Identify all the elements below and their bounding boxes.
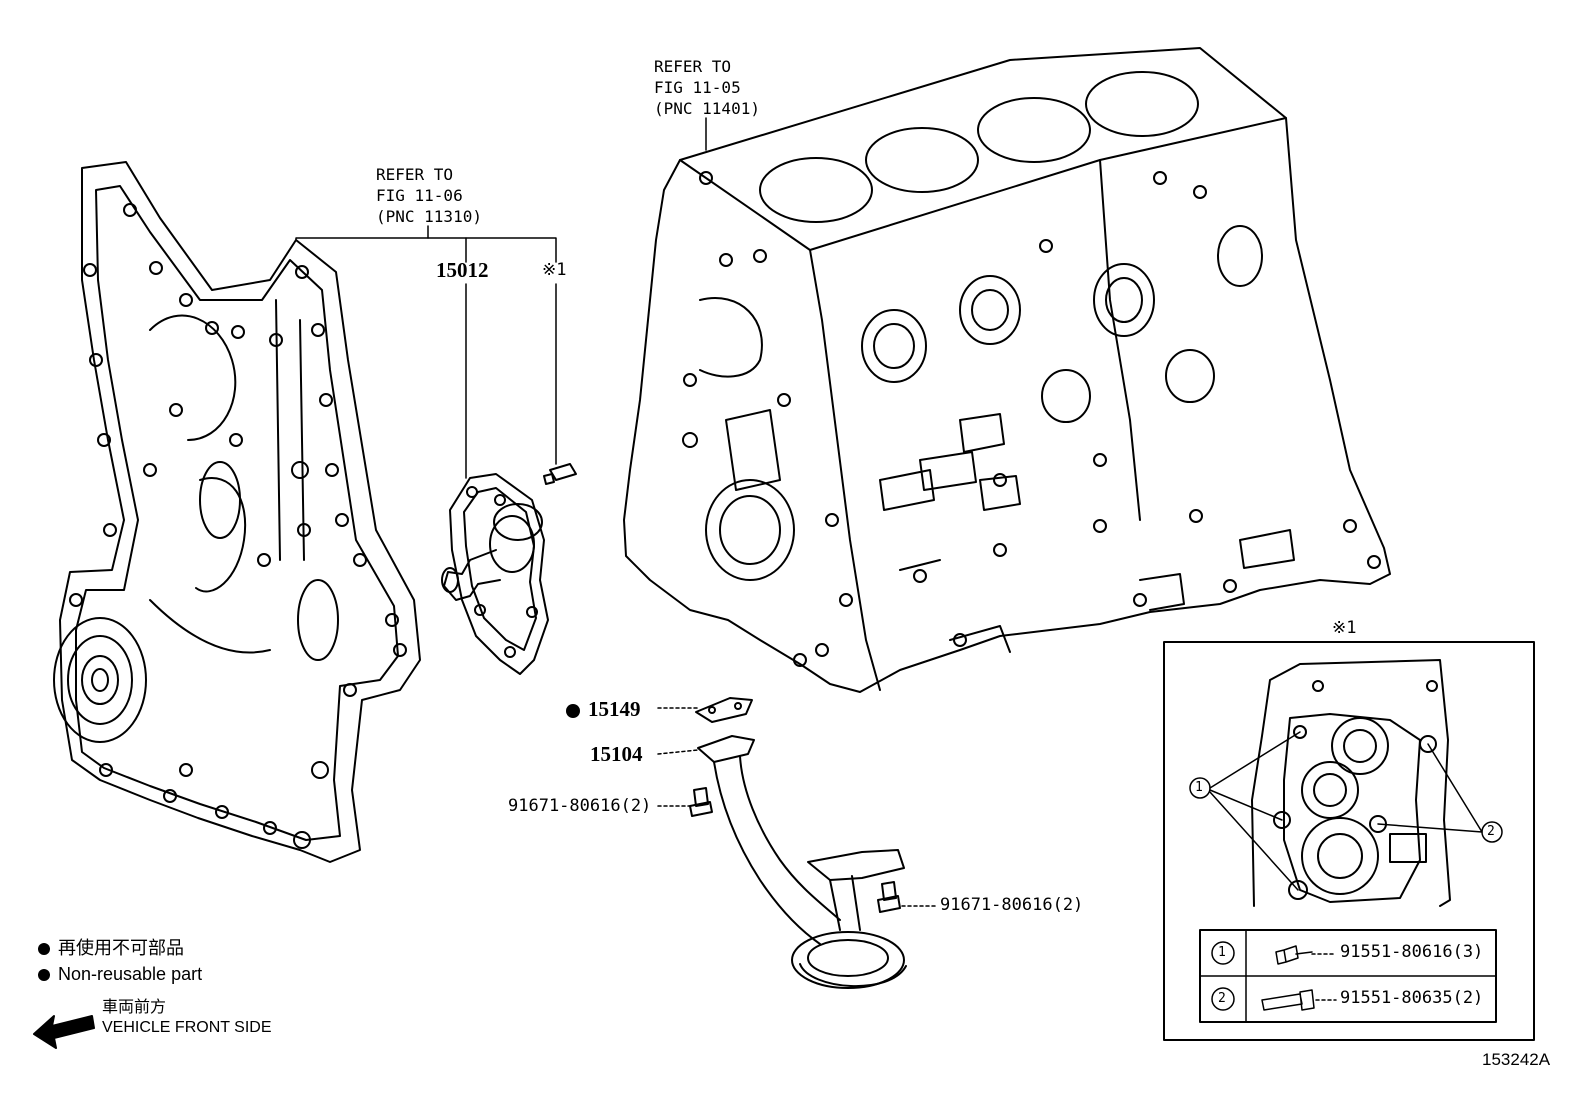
water-pump-drawing — [441, 473, 549, 675]
part-number-water-pump[interactable]: 15012 — [436, 258, 489, 282]
detail-row-2-index: 2 — [1218, 991, 1226, 1006]
part-number-bolt-upper[interactable]: 91671-80616(2) — [508, 796, 652, 816]
detail-row-1-index: 1 — [1218, 945, 1226, 960]
legend-jp-nonreusable-text: 再使用不可部品 — [58, 938, 184, 958]
legend-en-front: VEHICLE FRONT SIDE — [102, 1019, 272, 1036]
leader-lines — [295, 117, 937, 907]
detail-callout-2: 2 — [1487, 824, 1495, 839]
gasket-number-text: 15149 — [588, 697, 641, 721]
legend-en-nonreusable: Non-reusable part — [38, 964, 202, 984]
refer-1106-line1: REFER TO — [376, 165, 454, 184]
refer-1106-line3: (PNC 11310) — [376, 207, 482, 226]
detail-box — [1163, 641, 1535, 1041]
oil-strainer-drawing — [697, 735, 907, 989]
legend-jp-nonreusable: 再使用不可部品 — [38, 938, 184, 958]
strainer-bolt-lower-drawing — [877, 881, 901, 913]
gasket-drawing — [695, 697, 753, 723]
part-number-bolt-lower[interactable]: 91671-80616(2) — [940, 895, 1084, 915]
refer-fig-11-05-label: REFER TO FIG 11-05 (PNC 11401) — [654, 56, 760, 119]
strainer-bolt-upper-drawing — [689, 787, 713, 817]
pump-bolt-drawing — [543, 463, 577, 485]
cylinder-block-drawing — [623, 47, 1391, 693]
non-reusable-dot-icon — [566, 704, 580, 719]
vehicle-front-arrow-icon — [33, 1015, 95, 1049]
refer-1106-line2: FIG 11-06 — [376, 186, 463, 205]
detail-row-2-part[interactable]: 91551-80635(2) — [1340, 988, 1484, 1008]
legend-en-nonreusable-text: Non-reusable part — [58, 964, 203, 984]
figure-id: 153242A — [1482, 1050, 1551, 1069]
refer-1105-line3: (PNC 11401) — [654, 99, 760, 118]
part-number-gasket[interactable]: 15149 — [566, 697, 641, 722]
legend-dot-icon-2 — [38, 969, 50, 982]
timing-cover-drawing — [53, 161, 421, 863]
part-number-oil-strainer[interactable]: 15104 — [590, 742, 643, 766]
refer-fig-11-06-label: REFER TO FIG 11-06 (PNC 11310) — [376, 164, 482, 227]
legend-jp-front: 車両前方 — [102, 999, 167, 1016]
detail-title: ※1 — [1332, 618, 1357, 638]
note-mark-1: ※1 — [542, 260, 567, 280]
legend-dot-icon-1 — [38, 943, 50, 956]
detail-callout-1: 1 — [1195, 780, 1203, 795]
detail-row-1-part[interactable]: 91551-80616(3) — [1340, 942, 1484, 962]
refer-1105-line2: FIG 11-05 — [654, 78, 741, 97]
refer-1105-line1: REFER TO — [654, 57, 732, 76]
